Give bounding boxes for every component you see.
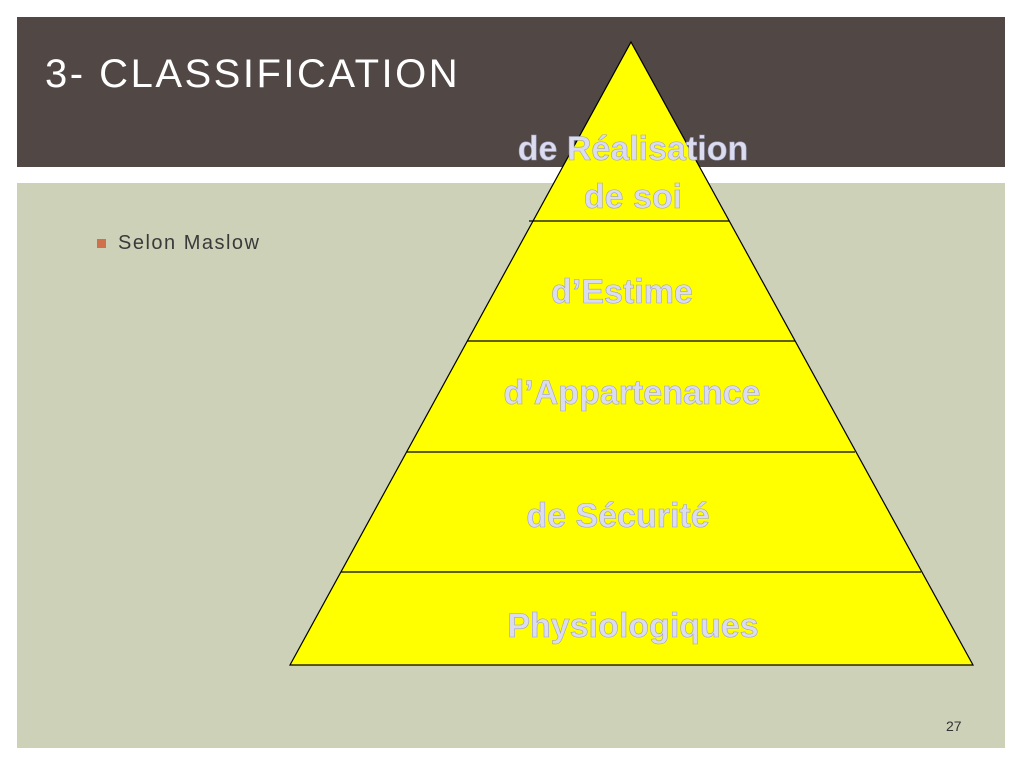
pyramid-shape — [288, 40, 975, 666]
title-bar — [17, 17, 1005, 167]
bullet-text: Selon Maslow — [118, 232, 261, 254]
bullet-marker-icon — [97, 239, 106, 248]
level-label-physiologiques: Physiologiques — [507, 607, 758, 645]
bullet-item: Selon Maslow — [97, 232, 261, 255]
level-label-realisation-2: de soi — [584, 178, 682, 216]
level-label-appartenance: d’Appartenance — [504, 374, 761, 412]
slide-title: 3- CLASSIFICATION — [45, 52, 461, 96]
level-label-realisation: de Réalisation — [518, 130, 749, 168]
level-label-securite: de Sécurité — [526, 497, 709, 535]
page-number: 27 — [946, 718, 962, 734]
level-label-estime: d’Estime — [551, 273, 693, 311]
